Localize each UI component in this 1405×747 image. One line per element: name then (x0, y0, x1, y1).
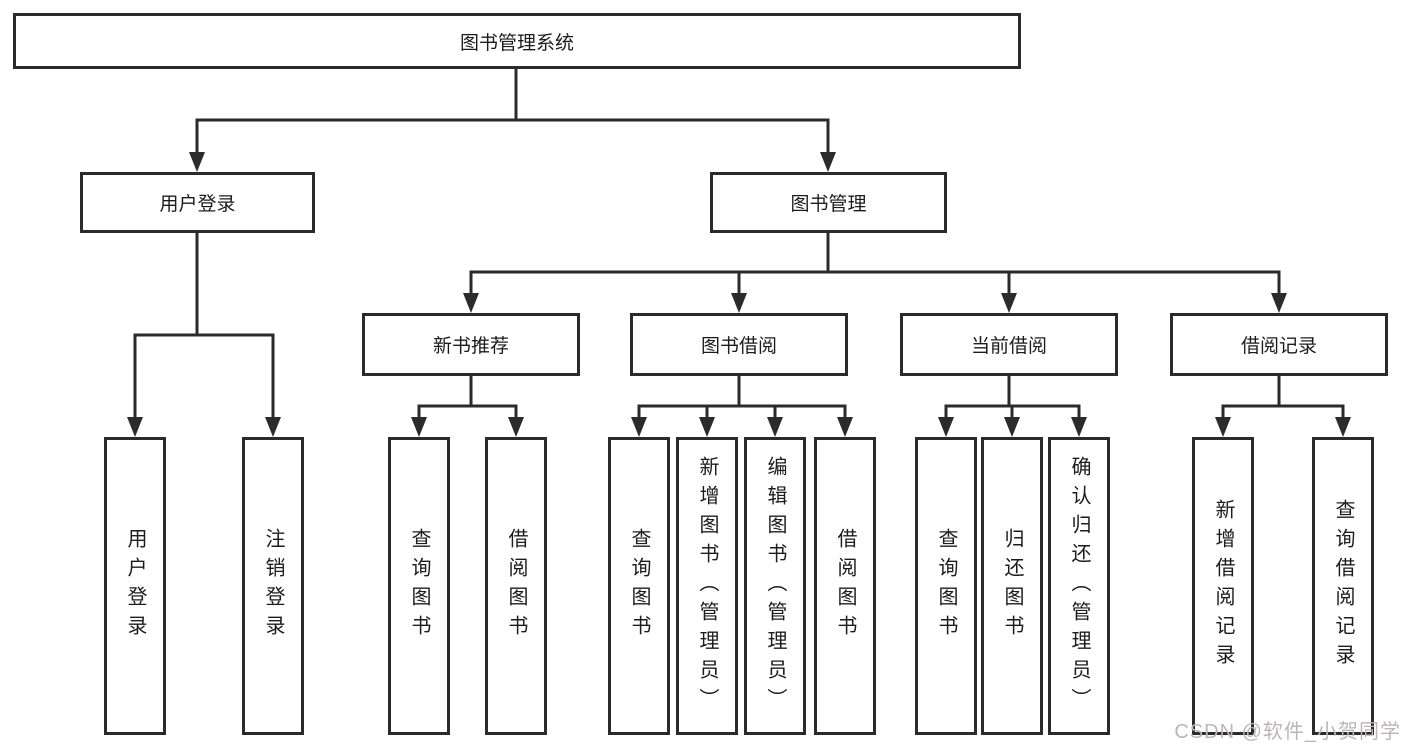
leaf-edit-book-admin: 编辑图书（管理员） (744, 437, 806, 735)
leaf-add-book-admin: 新增图书（管理员） (676, 437, 738, 735)
node-current-borrow: 当前借阅 (900, 313, 1118, 376)
leaf-label: 查询借阅记录 (1332, 499, 1354, 673)
node-book-borrow: 图书借阅 (630, 313, 848, 376)
leaf-label: 新增借阅记录 (1212, 499, 1234, 673)
leaf-user-login: 用户登录 (104, 437, 166, 735)
leaf-label: 查询图书 (628, 528, 650, 644)
leaf-confirm-return-admin: 确认归还（管理员） (1048, 437, 1110, 735)
leaf-add-borrow-record: 新增借阅记录 (1192, 437, 1254, 735)
csdn-watermark: CSDN @软件_小贺同学 (1174, 721, 1401, 743)
leaf-borrow-books: 借阅图书 (814, 437, 876, 735)
leaf-label: 新增图书（管理员） (696, 455, 718, 717)
leaf-label: 查询图书 (408, 528, 430, 644)
leaf-label: 借阅图书 (834, 528, 856, 644)
leaf-query-books-borrow: 查询图书 (608, 437, 670, 735)
leaf-label: 借阅图书 (505, 528, 527, 644)
node-user-login: 用户登录 (80, 172, 315, 233)
leaf-query-borrow-record: 查询借阅记录 (1312, 437, 1374, 735)
leaf-label: 编辑图书（管理员） (764, 455, 786, 717)
leaf-label: 注销登录 (262, 528, 284, 644)
leaf-query-books-current: 查询图书 (915, 437, 977, 735)
leaf-logout: 注销登录 (242, 437, 304, 735)
node-book-management: 图书管理 (710, 172, 947, 233)
leaf-borrow-books-recommend: 借阅图书 (485, 437, 547, 735)
node-library-management-system: 图书管理系统 (13, 13, 1021, 69)
node-borrow-records: 借阅记录 (1170, 313, 1388, 376)
leaf-label: 用户登录 (124, 528, 146, 644)
leaf-return-book: 归还图书 (981, 437, 1043, 735)
leaf-query-books-recommend: 查询图书 (388, 437, 450, 735)
leaf-label: 归还图书 (1001, 528, 1023, 644)
leaf-label: 确认归还（管理员） (1068, 455, 1090, 717)
node-new-book-recommend: 新书推荐 (362, 313, 580, 376)
leaf-label: 查询图书 (935, 528, 957, 644)
